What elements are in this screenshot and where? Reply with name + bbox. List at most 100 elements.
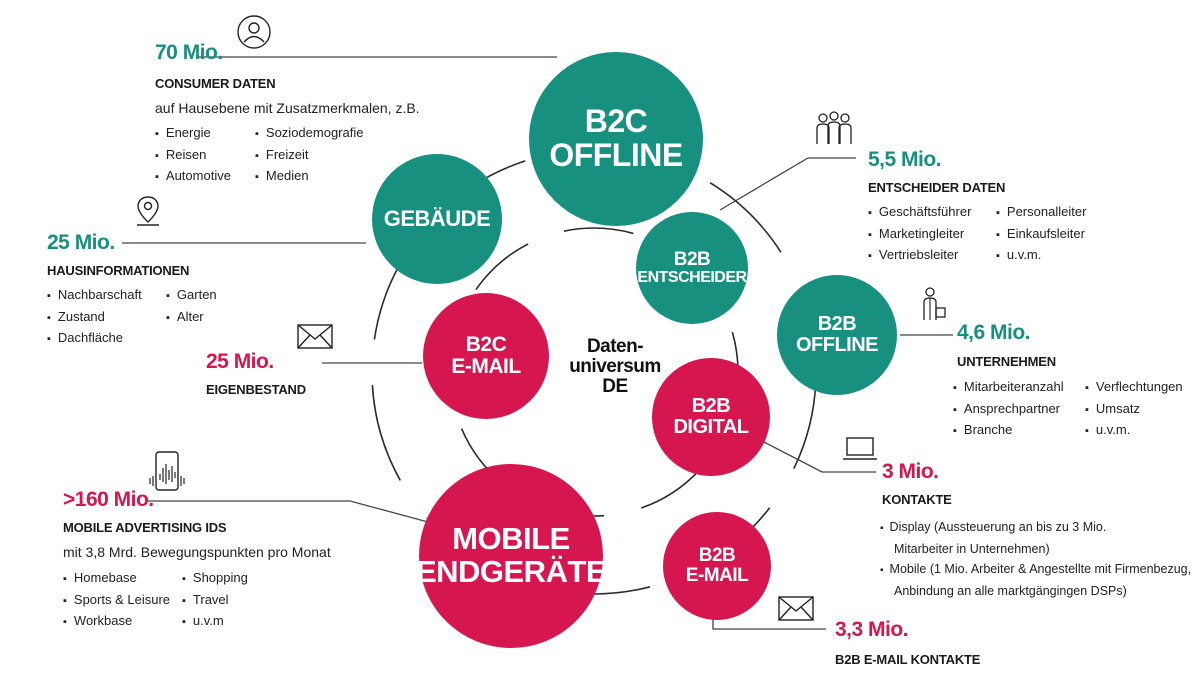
b2b-email-heading: B2B E-MAIL KONTAKTE (835, 652, 981, 667)
list-item: u.v.m. (1085, 420, 1183, 442)
connector-kontakte (759, 439, 876, 473)
center-label: Daten- universum DE (560, 337, 670, 397)
circle-b2c-offline: B2C OFFLINE (529, 52, 703, 226)
envelope-icon-b2b (778, 596, 814, 621)
list-item: Sports & Leisure (63, 590, 170, 612)
list-item: Ansprechpartner (953, 399, 1064, 421)
consumer-heading: CONSUMER DATEN (155, 76, 276, 91)
list-item: Freizeit (255, 145, 363, 167)
circle-b2c-offline-line1: B2C (584, 103, 648, 140)
circle-b2b-entscheider-line2: ENTSCHEIDER (637, 268, 747, 286)
list-item: Einkaufsleiter (996, 224, 1086, 246)
entscheider-heading: ENTSCHEIDER DATEN (868, 180, 1006, 195)
entscheider-list-2: Personalleiter Einkaufsleiter u.v.m. (996, 202, 1087, 267)
haus-value: 25 Mio. (47, 231, 115, 254)
kontakte-value: 3 Mio. (882, 460, 939, 483)
circle-mobile-line1: MOBILE (452, 521, 570, 557)
unternehmen-heading: UNTERNEHMEN (957, 354, 1056, 369)
unternehmen-list-2: Verflechtungen Umsatz u.v.m. (1085, 377, 1183, 442)
laptop-icon (843, 437, 877, 460)
circle-b2b-offline-line1: B2B (817, 313, 857, 335)
circle-b2c-offline-line2: OFFLINE (549, 137, 683, 173)
mobile-ids-subtitle: mit 3,8 Mrd. Bewegungspunkten pro Monat (63, 544, 331, 560)
circle-b2b-email: B2B E-MAIL (663, 512, 771, 620)
list-item: Travel (182, 590, 248, 612)
circle-b2b-email-line1: B2B (698, 545, 736, 567)
circle-b2c-email-line1: B2C (465, 332, 507, 356)
circle-b2b-entscheider-line1: B2B (673, 248, 711, 270)
mobile-ids-list-2: Shopping Travel u.v.m (182, 568, 248, 633)
circle-b2b-digital-line1: B2B (691, 395, 731, 417)
list-item: Mitarbeiteranzahl (953, 377, 1064, 399)
eigen-heading: EIGENBESTAND (206, 382, 306, 397)
list-item: Garten (166, 285, 217, 307)
center-line3: DE (602, 375, 628, 397)
list-item: Homebase (63, 568, 170, 590)
list-item: Marketingleiter (868, 224, 971, 246)
haus-list-1: Nachbarschaft Zustand Dachfläche (47, 285, 142, 350)
list-item: ▪Display (Aussteuerung an bis zu 3 Mio. (880, 520, 1107, 534)
list-item-continuation: Mitarbeiter in Unternehmen) (894, 542, 1050, 556)
haus-list-2: Garten Alter (166, 285, 217, 328)
list-item: Zustand (47, 307, 142, 329)
mobile-ids-list-1: Homebase Sports & Leisure Workbase (63, 568, 170, 633)
business-person-icon (923, 287, 946, 320)
list-item: Medien (255, 166, 363, 188)
circle-gebaeude: GEBÄUDE (372, 154, 502, 284)
center-line2: universum (569, 355, 661, 377)
list-item: u.v.m (182, 611, 248, 633)
list-item: Automotive (155, 166, 231, 188)
circle-b2b-digital-line2: DIGITAL (673, 416, 749, 438)
group-icon (816, 111, 852, 144)
circle-b2b-offline: B2B OFFLINE (777, 275, 897, 395)
consumer-subtitle: auf Hausebene mit Zusatzmerkmalen, z.B. (155, 100, 420, 116)
consumer-value: 70 Mio. (155, 41, 223, 64)
circle-b2b-email-line2: E-MAIL (685, 565, 749, 586)
list-item: Alter (166, 307, 217, 329)
list-item-continuation: Anbindung an alle marktgängingen DSPs) (894, 584, 1127, 598)
eigen-value: 25 Mio. (206, 350, 274, 373)
list-item: Umsatz (1085, 399, 1183, 421)
circle-mobile-endgeraete: MOBILE ENDGERÄTE (415, 464, 607, 648)
list-item: Nachbarschaft (47, 285, 142, 307)
circle-mobile-line2: ENDGERÄTE (415, 554, 607, 589)
circle-b2c-email-line2: E-MAIL (451, 355, 521, 378)
list-item: Dachfläche (47, 328, 142, 350)
connector-mobile (148, 500, 429, 523)
entscheider-list-1: Geschäftsführer Marketingleiter Vertrieb… (868, 202, 972, 267)
list-item: Reisen (155, 145, 231, 167)
circle-gebaeude-line1: GEBÄUDE (383, 206, 491, 232)
envelope-icon (297, 324, 333, 349)
list-item: Branche (953, 420, 1064, 442)
unternehmen-list-1: Mitarbeiteranzahl Ansprechpartner Branch… (953, 377, 1064, 442)
entscheider-value: 5,5 Mio. (868, 148, 942, 171)
list-item: Geschäftsführer (868, 202, 972, 224)
unternehmen-value: 4,6 Mio. (957, 321, 1031, 344)
list-item: Workbase (63, 611, 170, 633)
list-item: Vertriebsleiter (868, 245, 971, 267)
consumer-list-1: Energie Reisen Automotive (155, 123, 231, 188)
map-pin-icon (137, 196, 159, 226)
circle-b2c-email: B2C E-MAIL (423, 293, 549, 419)
consumer-list-2: Soziodemografie Freizeit Medien (255, 123, 364, 188)
list-item: Soziodemografie (255, 123, 364, 145)
kontakte-heading: KONTAKTE (882, 492, 952, 507)
list-item: Personalleiter (996, 202, 1087, 224)
b2b-email-value: 3,3 Mio. (835, 618, 909, 641)
haus-heading: HAUSINFORMATIONEN (47, 263, 190, 278)
connector-entscheider (719, 157, 856, 211)
mobile-ids-value: >160 Mio. (63, 488, 154, 511)
center-line1: Daten- (586, 336, 644, 357)
kontakte-list: ▪Display (Aussteuerung an bis zu 3 Mio. … (880, 517, 1191, 601)
list-item: Energie (155, 123, 231, 145)
smartphone-icon (149, 451, 185, 491)
person-icon (237, 15, 271, 49)
mobile-ids-heading: MOBILE ADVERTISING IDS (63, 520, 227, 535)
list-item: u.v.m. (996, 245, 1086, 267)
circle-b2b-digital: B2B DIGITAL (652, 358, 770, 476)
circle-b2b-offline-line2: OFFLINE (795, 334, 879, 356)
circle-b2b-entscheider: B2B ENTSCHEIDER (636, 212, 748, 324)
list-item: Shopping (182, 568, 248, 590)
list-item: Verflechtungen (1085, 377, 1183, 399)
list-item: ▪Mobile (1 Mio. Arbeiter & Angestellte m… (880, 562, 1192, 576)
